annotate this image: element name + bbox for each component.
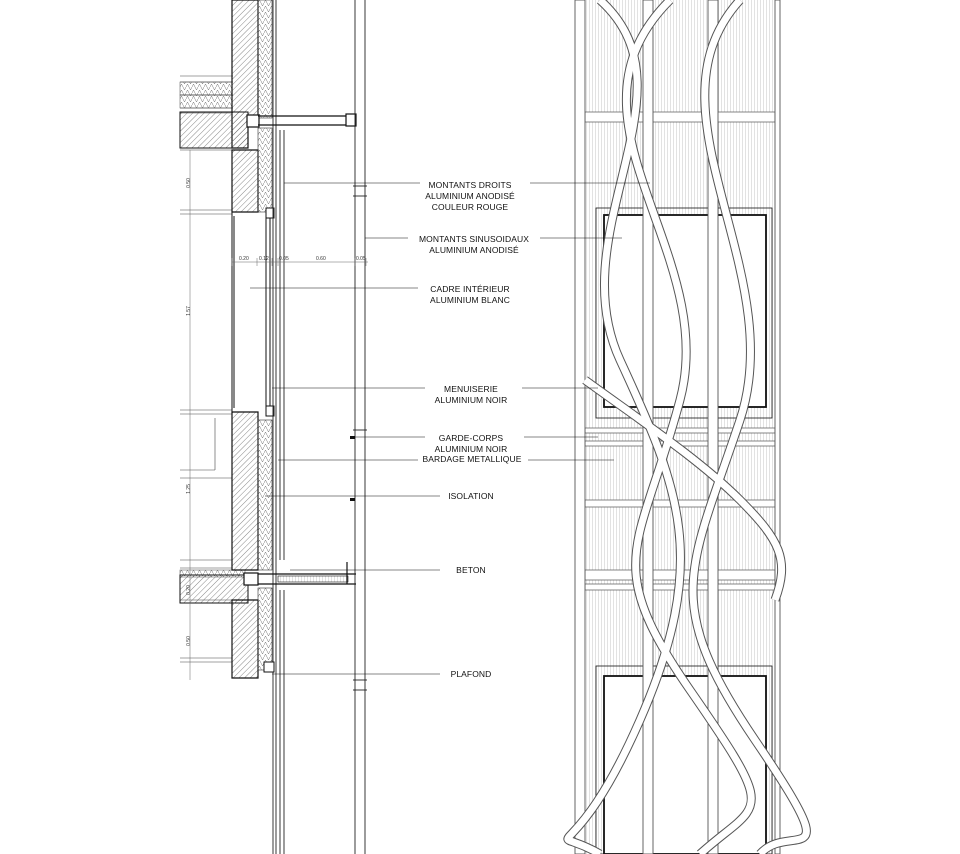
dim-h-1: 0.20 <box>239 256 249 262</box>
wall-section <box>179 0 368 854</box>
dim-h-5: 0.05 <box>356 256 366 262</box>
dim-h-4: 0.60 <box>316 256 326 262</box>
label-menuiserie: MENUISERIE ALUMINIUM NOIR <box>434 384 508 405</box>
dim-h-2: 0.12 <box>259 256 269 262</box>
label-beton: BETON <box>456 565 486 575</box>
label-isolation: ISOLATION <box>448 491 494 501</box>
dim-v-3: 1.25 <box>185 484 192 494</box>
dim-v-1: 0.50 <box>185 178 192 188</box>
dim-h-3: 0.05 <box>279 256 289 262</box>
facade-elevation <box>563 0 811 854</box>
label-garde-corps: GARDE-CORPS ALUMINIUM NOIR <box>434 433 508 454</box>
dim-v-4: 0.20 <box>185 585 192 595</box>
label-plafond: PLAFOND <box>450 669 492 679</box>
label-montants-sinusoidaux: MONTANTS SINUSOIDAUX ALUMINIUM ANODISÉ <box>419 234 529 255</box>
label-cadre-interieur: CADRE INTÉRIEUR ALUMINIUM BLANC <box>430 284 510 305</box>
leader-lines <box>250 182 650 675</box>
label-bardage: BARDAGE METALLIQUE <box>422 454 522 464</box>
dim-v-2: 1.57 <box>185 306 192 316</box>
label-montants-droits: MONTANTS DROITS ALUMINIUM ANODISÉ COULEU… <box>425 180 515 212</box>
dim-v-5: 0.50 <box>185 636 192 646</box>
